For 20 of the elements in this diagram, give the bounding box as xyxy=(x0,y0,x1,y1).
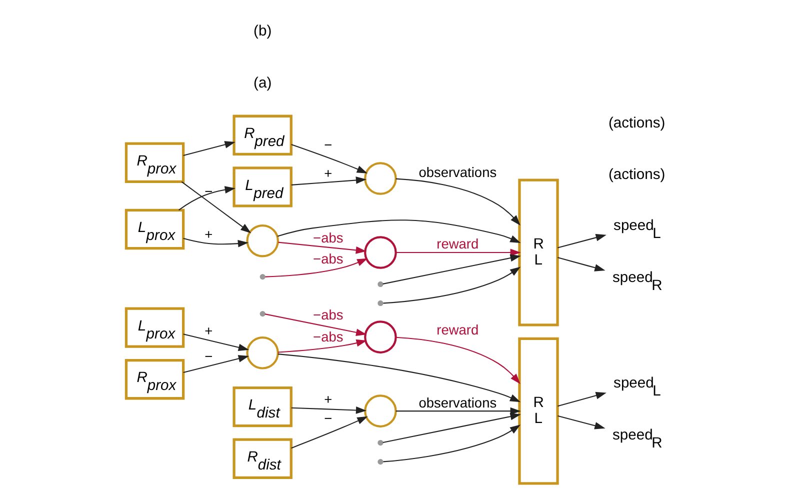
edge-label: −abs xyxy=(312,330,343,345)
edge-label: + xyxy=(324,392,332,408)
edge-label: + xyxy=(324,166,332,181)
edge-label: observations xyxy=(418,164,496,180)
edge-label: reward xyxy=(436,236,478,252)
label: (actions) xyxy=(608,115,665,132)
label: (a) xyxy=(253,75,272,92)
label: (b) xyxy=(253,23,272,40)
edge-label: + xyxy=(204,323,212,338)
label: (actions) xyxy=(608,167,665,184)
edge-label: − xyxy=(324,137,332,152)
edge-label: −abs xyxy=(312,251,343,266)
edge-label: observations xyxy=(418,395,496,410)
edge-label: − xyxy=(204,348,212,364)
edge-label: −abs xyxy=(312,308,343,323)
edge-label: − xyxy=(204,184,212,199)
edge-label: reward xyxy=(436,322,478,338)
edge-label: − xyxy=(324,411,332,426)
edge-label: + xyxy=(204,227,212,242)
edge-label: −abs xyxy=(312,230,343,246)
